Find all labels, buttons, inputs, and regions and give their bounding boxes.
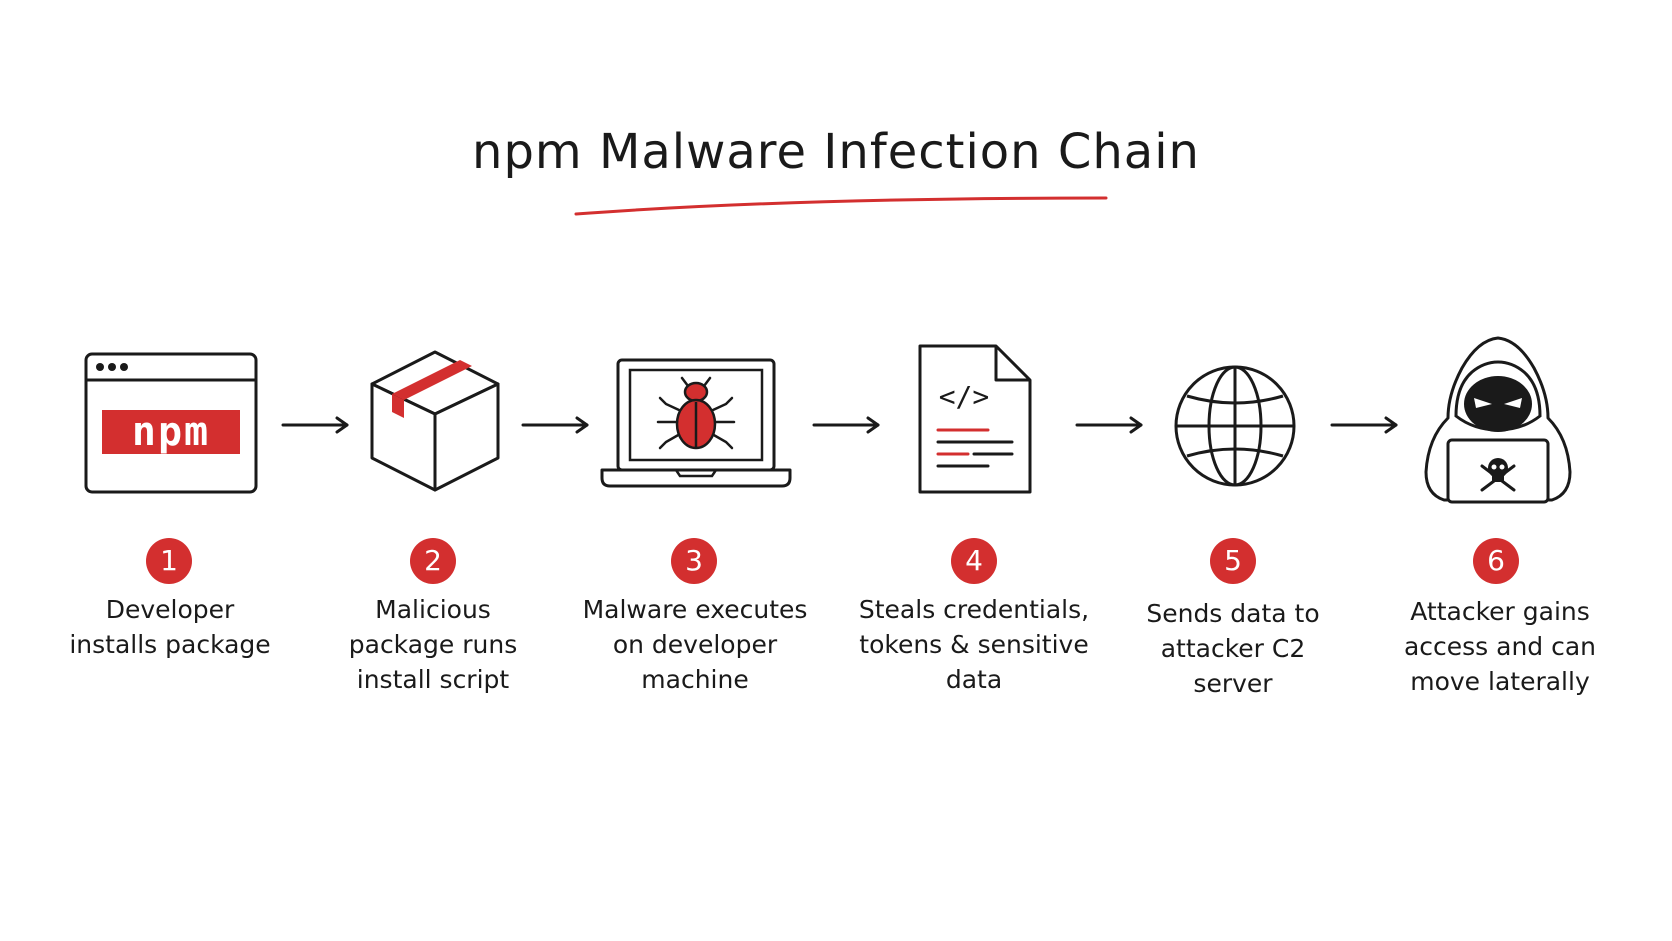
step-6-label-line-1: Attacker gains xyxy=(1410,597,1590,626)
skull-crossbones-icon xyxy=(1480,458,1516,492)
arrow-5-to-6 xyxy=(1330,416,1398,434)
step-1-label: Developer installs package xyxy=(40,592,300,662)
step-3-number: 3 xyxy=(671,538,717,584)
hooded-hacker-icon xyxy=(1424,336,1572,504)
code-tag-text: </> xyxy=(939,380,990,413)
step-4-label-line-3: data xyxy=(945,665,1003,694)
step-2-label: Malicious package runs install script xyxy=(303,592,563,697)
step-2-label-line-3: install script xyxy=(356,665,510,694)
step-6-number: 6 xyxy=(1473,538,1519,584)
title-underline xyxy=(574,196,1108,216)
laptop-bug-icon xyxy=(600,358,792,488)
step-5-label-line-2: attacker C2 xyxy=(1160,634,1306,663)
step-2-label-line-1: Malicious xyxy=(375,595,491,624)
step-5-number: 5 xyxy=(1210,538,1256,584)
step-1-number: 1 xyxy=(146,538,192,584)
step-6-label-line-2: access and can xyxy=(1403,632,1597,661)
step-2-label-line-2: package runs xyxy=(348,630,518,659)
step-4-number: 4 xyxy=(951,538,997,584)
step-6-label-line-3: move laterally xyxy=(1410,667,1590,696)
arrow-2-to-3 xyxy=(521,416,589,434)
step-4-label: Steals credentials, tokens & sensitive d… xyxy=(844,592,1104,697)
diagram-title: npm Malware Infection Chain xyxy=(472,124,1200,180)
step-4-label-line-1: Steals credentials, xyxy=(858,595,1090,624)
step-5-label-line-1: Sends data to xyxy=(1146,599,1320,628)
step-4-label-line-2: tokens & sensitive xyxy=(859,630,1089,659)
step-3-label-line-1: Malware executes xyxy=(582,595,808,624)
bug-icon xyxy=(656,376,736,450)
globe-icon xyxy=(1174,365,1296,487)
step-3-label-line-2: on developer xyxy=(612,630,778,659)
step-1-label-line-2: installs package xyxy=(69,630,271,659)
package-box-icon xyxy=(370,350,500,492)
step-3-label-line-3: machine xyxy=(641,665,749,694)
npm-logo-text: npm xyxy=(132,409,210,455)
npm-browser-window-icon: npm xyxy=(84,352,258,494)
step-6-label: Attacker gains access and can move later… xyxy=(1370,594,1630,699)
arrow-4-to-5 xyxy=(1075,416,1143,434)
step-5-label: Sends data to attacker C2 server xyxy=(1103,596,1363,701)
arrow-3-to-4 xyxy=(812,416,880,434)
code-document-icon: </> xyxy=(918,344,1032,494)
step-3-label: Malware executes on developer machine xyxy=(565,592,825,697)
step-1-label-line-1: Developer xyxy=(105,595,235,624)
step-5-label-line-3: server xyxy=(1193,669,1273,698)
arrow-1-to-2 xyxy=(281,416,349,434)
step-2-number: 2 xyxy=(410,538,456,584)
